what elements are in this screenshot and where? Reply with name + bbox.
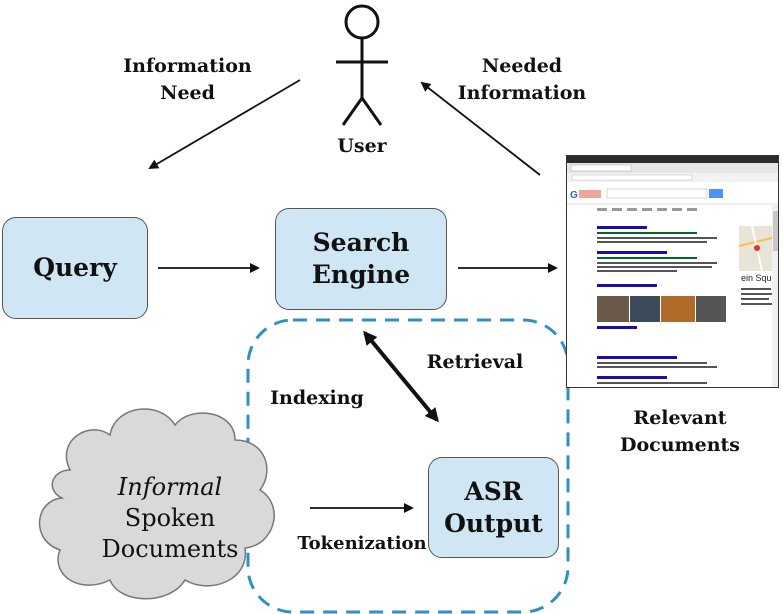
retrieval-label: Retrieval: [426, 351, 524, 373]
documents-text: Documents: [101, 535, 239, 563]
stick-figure-icon: [336, 4, 388, 126]
needed-information-label: Needed Information: [457, 55, 587, 104]
search-results-screenshot: G: [566, 155, 779, 388]
image-strip: [597, 296, 726, 329]
map-panel: ein Squ: [738, 225, 778, 305]
result-lines: [597, 226, 717, 384]
query-box: Query: [2, 217, 148, 319]
spoken-text: Spoken: [124, 504, 216, 532]
arrow-results-to-user: [420, 81, 541, 176]
indexing-label: Indexing: [270, 387, 364, 409]
cloud-label: Informal Spoken Documents: [95, 472, 245, 565]
arrow-user-to-query: [148, 79, 301, 170]
arrow-retrieval: [363, 330, 439, 423]
asr-output-box: ASR Output: [428, 457, 559, 558]
search-engine-box: Search Engine: [275, 208, 447, 310]
svg-text:ein Squ: ein Squ: [741, 273, 772, 283]
tokenization-label: Tokenization: [297, 533, 427, 554]
information-need-label: Information Need: [123, 55, 252, 104]
relevant-documents-label: Relevant Documents: [619, 407, 740, 456]
informal-text: Informal: [117, 473, 223, 501]
svg-text:G: G: [570, 190, 578, 201]
spoken-documents-cloud: [38, 408, 275, 600]
user-label: User: [337, 135, 387, 157]
screenshot-drawing: G: [567, 156, 778, 387]
